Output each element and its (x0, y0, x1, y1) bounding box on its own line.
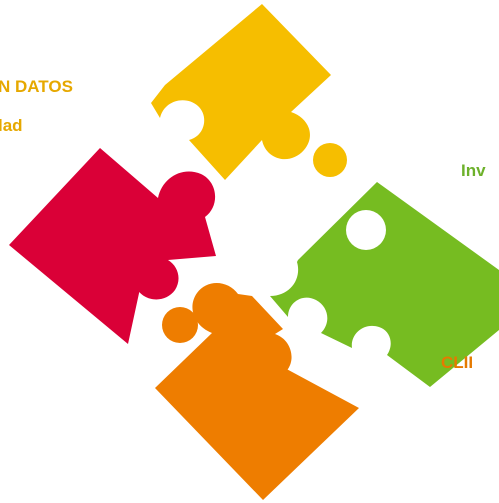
green-piece-knob (346, 210, 386, 250)
orange-piece (155, 282, 359, 500)
green-piece (270, 182, 499, 387)
orange-piece-knob (162, 307, 198, 343)
top-label-line-1: N DATOS (0, 77, 73, 96)
red-piece (9, 148, 216, 344)
yellow-piece (151, 4, 331, 180)
top-label-line-2: lad (0, 116, 23, 135)
bottom-label: CLII (441, 353, 474, 372)
right-label: Inv (461, 161, 486, 180)
yellow-piece-knob (313, 143, 347, 177)
